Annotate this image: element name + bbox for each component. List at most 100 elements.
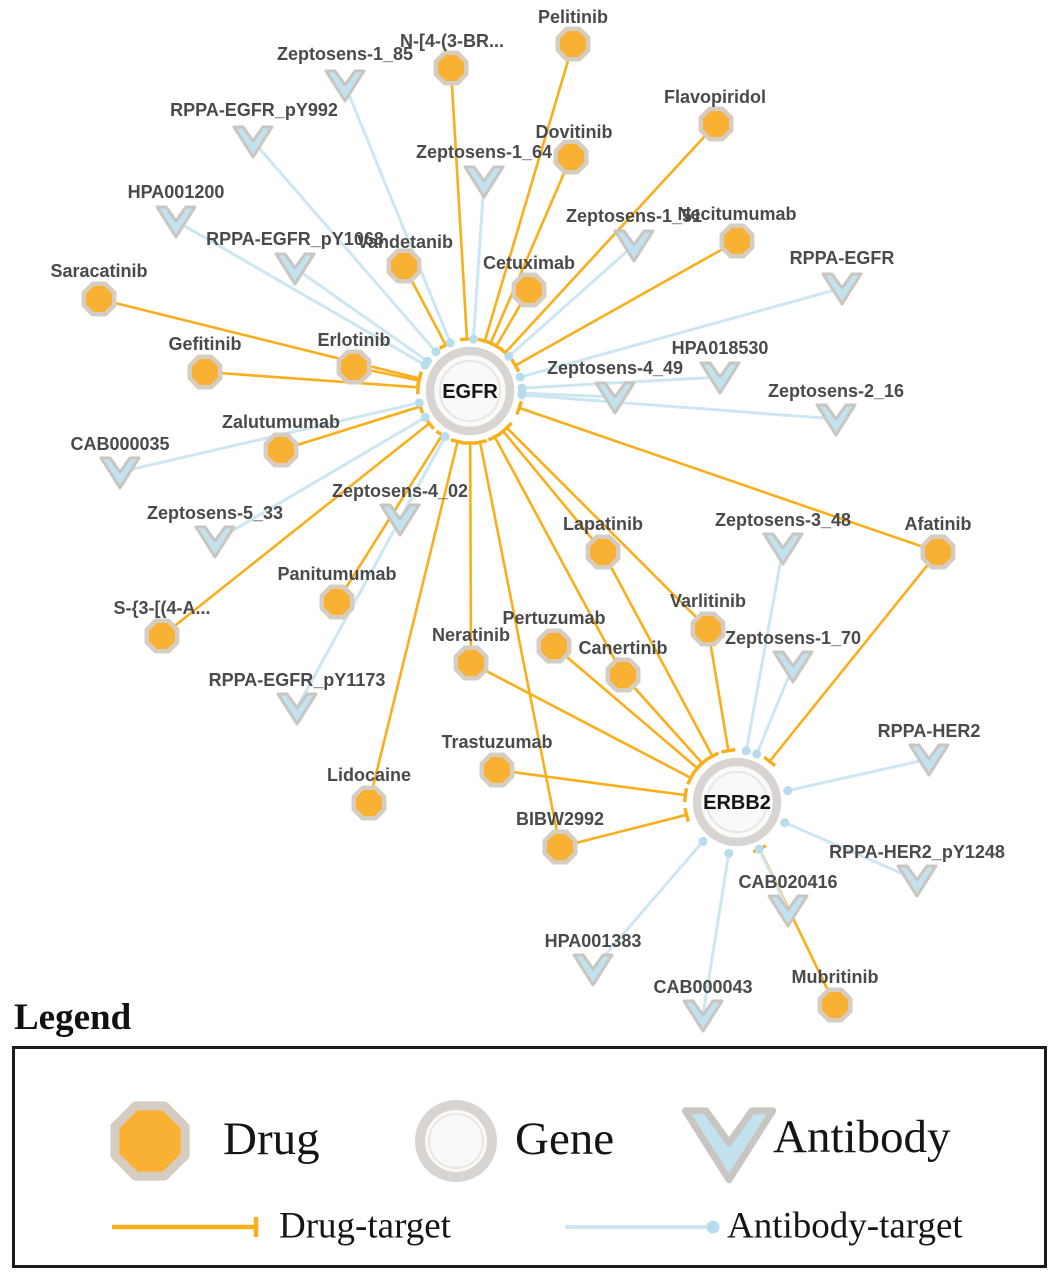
edge-bibw2992-egfr — [478, 441, 562, 848]
antibody-chevron-icon — [463, 165, 505, 199]
nodes-layer: EGFR ERBB2 — [81, 26, 956, 1033]
antibody-target-dot — [468, 334, 478, 344]
antibody-target-dot — [780, 818, 790, 828]
legend-antibody-target-label: Antibody-target — [727, 1205, 963, 1247]
node-s-3-4a[interactable] — [144, 618, 180, 654]
antibody-chevron-icon — [594, 381, 636, 415]
label-saracatinib: Saracatinib — [50, 261, 147, 281]
antibody-chevron-icon — [908, 743, 950, 777]
node-pertuzumab[interactable] — [536, 628, 572, 664]
node-rppa-egfr-py992[interactable] — [232, 125, 274, 159]
node-varlitinib[interactable] — [690, 611, 726, 647]
antibody-chevron-icon — [613, 229, 655, 263]
node-erbb2[interactable]: ERBB2 — [692, 757, 782, 847]
node-lidocaine[interactable] — [351, 785, 387, 821]
antibody-target-dot — [422, 356, 432, 366]
drug-target-tee — [721, 747, 736, 754]
node-afatinib[interactable] — [920, 534, 956, 570]
node-n4-3br[interactable] — [433, 50, 469, 86]
node-pelitinib[interactable] — [555, 26, 591, 62]
node-rppa-her2[interactable] — [908, 743, 950, 777]
node-rppa-egfr-py1173[interactable] — [276, 692, 318, 726]
node-bibw2992[interactable] — [542, 829, 578, 865]
node-canertinib[interactable] — [605, 657, 641, 693]
edge-s-3-4a-egfr — [161, 422, 431, 638]
label-neratinib: Neratinib — [432, 625, 510, 645]
antibody-chevron-icon — [896, 864, 938, 898]
edge-pelitinib-egfr — [483, 43, 575, 342]
drug-target-tee — [691, 761, 704, 775]
node-panitumumab[interactable] — [319, 584, 355, 620]
node-dovitinib[interactable] — [553, 139, 589, 175]
edge-trastuzumab-erbb2 — [496, 768, 686, 797]
node-zeptosens-1-64[interactable] — [463, 165, 505, 199]
edge-zeptosens-3-48-erbb2 — [744, 547, 785, 752]
node-cab000035[interactable] — [99, 456, 141, 490]
node-hpa001383[interactable] — [572, 953, 614, 987]
drug-octagon-icon — [479, 752, 515, 788]
drug-octagon-icon — [81, 281, 117, 317]
node-zeptosens-4-02[interactable] — [379, 503, 421, 537]
drug-target-tee — [487, 431, 502, 442]
node-flavopiridol[interactable] — [698, 106, 734, 142]
edge-lapatinib-egfr — [502, 430, 605, 553]
node-saracatinib[interactable] — [81, 281, 117, 317]
label-zeptosens-4-02: Zeptosens-4_02 — [332, 481, 468, 501]
node-zeptosens-2-16[interactable] — [815, 403, 857, 437]
node-rppa-her2-py1248[interactable] — [896, 864, 938, 898]
node-mubritinib[interactable] — [817, 987, 853, 1023]
edge-lapatinib-erbb2 — [601, 551, 714, 757]
node-hpa001200[interactable] — [155, 205, 197, 239]
label-pertuzumab: Pertuzumab — [502, 608, 605, 628]
node-zeptosens-3-48[interactable] — [762, 532, 804, 566]
antibody-chevron-icon — [232, 125, 274, 159]
node-zalutumumab[interactable] — [263, 432, 299, 468]
drug-target-tee — [763, 755, 777, 768]
node-cab020416[interactable] — [767, 894, 809, 928]
node-zeptosens-4-49[interactable] — [594, 381, 636, 415]
antibody-chevron-icon — [762, 532, 804, 566]
drug-octagon-icon — [433, 50, 469, 86]
label-canertinib: Canertinib — [578, 638, 667, 658]
edges-layer — [98, 43, 940, 1016]
drug-target-tee — [489, 341, 504, 352]
node-necitumumab[interactable] — [719, 223, 755, 259]
drug-octagon-icon — [719, 223, 755, 259]
node-lapatinib[interactable] — [585, 534, 621, 570]
node-zeptosens-5-33[interactable] — [194, 525, 236, 559]
label-hpa018530: HPA018530 — [672, 338, 769, 358]
node-erlotinib[interactable] — [336, 349, 372, 385]
legend-title: Legend — [14, 997, 132, 1038]
drug-octagon-icon — [542, 829, 578, 865]
label-rppa-her2-py1248: RPPA-HER2_pY1248 — [829, 842, 1005, 862]
node-trastuzumab[interactable] — [479, 752, 515, 788]
node-zeptosens-1-85[interactable] — [324, 69, 366, 103]
legend-gene-label: Gene — [515, 1113, 615, 1165]
node-gefitinib[interactable] — [187, 354, 223, 390]
node-hpa018530[interactable] — [699, 361, 741, 395]
node-neratinib[interactable] — [453, 645, 489, 681]
node-cab000043[interactable] — [682, 999, 724, 1033]
edge-zeptosens-2-16-egfr — [521, 393, 837, 421]
drug-target-edge-icon — [112, 1217, 259, 1237]
antibody-chevron-icon — [815, 403, 857, 437]
node-vandetanib[interactable] — [386, 248, 422, 284]
drug-octagon-icon — [690, 611, 726, 647]
node-zeptosens-1-70[interactable] — [772, 650, 814, 684]
antibody-chevron-icon — [572, 953, 614, 987]
label-rppa-egfr-py1173: RPPA-EGFR_pY1173 — [209, 670, 386, 690]
label-zeptosens-5-33: Zeptosens-5_33 — [147, 503, 283, 523]
node-egfr[interactable]: EGFR — [425, 346, 515, 436]
drug-target-tee — [515, 400, 524, 416]
node-rppa-egfr-py1068[interactable] — [274, 252, 316, 286]
legend-box: Drug Gene Antibody Drug-target Antibody-… — [12, 1046, 1047, 1268]
edge-lidocaine-egfr — [367, 441, 459, 804]
node-zeptosens-1-51[interactable] — [613, 229, 655, 263]
label-vandetanib: Vandetanib — [357, 232, 453, 252]
antibody-target-edge-icon — [565, 1220, 720, 1234]
node-cetuximab[interactable] — [511, 272, 547, 308]
node-rppa-egfr[interactable] — [821, 272, 863, 306]
label-cab020416: CAB020416 — [738, 872, 837, 892]
label-hpa001200: HPA001200 — [128, 182, 225, 202]
label-bibw2992: BIBW2992 — [516, 809, 604, 829]
